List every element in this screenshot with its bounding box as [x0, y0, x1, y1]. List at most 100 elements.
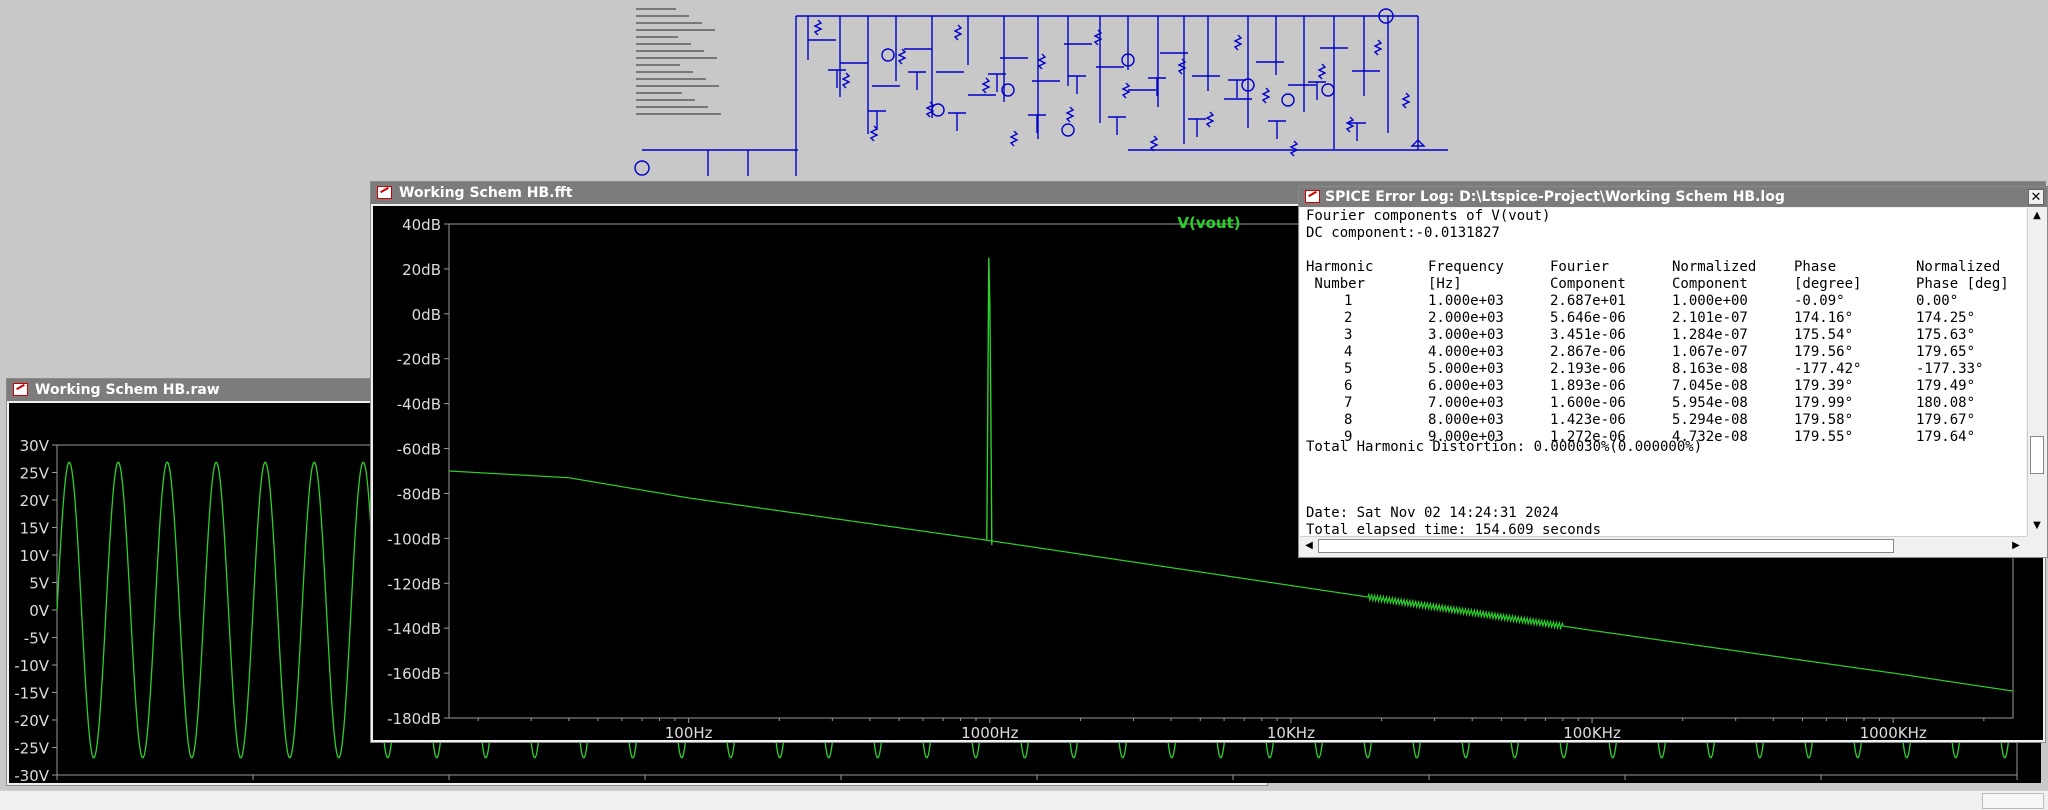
scroll-right-icon[interactable]: ▶ [2012, 540, 2020, 551]
y-tick-label: 20dB [402, 261, 441, 279]
y-tick-label: -25V [14, 740, 49, 758]
waveform-icon [377, 186, 392, 199]
table-cell: 179.99° [1794, 395, 1854, 411]
x-tick-label: 32ms [1604, 780, 1646, 783]
table-cell: 1.272e-06 [1550, 429, 1626, 445]
table-cell: 6.000e+03 [1428, 378, 1504, 394]
x-tick-label: 28ms [1408, 780, 1450, 783]
table-cell: 1.284e-07 [1672, 327, 1748, 343]
y-tick-label: -160dB [387, 665, 441, 683]
table-cell: 4.732e-08 [1672, 429, 1748, 445]
scroll-left-icon[interactable]: ◀ [1305, 540, 1313, 551]
log-icon [1305, 190, 1320, 203]
table-cell: 2.000e+03 [1428, 310, 1504, 326]
table-header-cell: Component [1550, 276, 1626, 292]
scroll-up-icon[interactable]: ▲ [2033, 210, 2041, 221]
x-tick-label: 40ms [1996, 780, 2038, 783]
log-dc-component: DC component:-0.0131827 [1306, 225, 1500, 241]
y-tick-label: 25V [20, 465, 50, 483]
table-cell: 1.000e+00 [1672, 293, 1748, 309]
log-vertical-scrollbar[interactable]: ▲ ▼ [2027, 208, 2046, 536]
y-tick-label: 40dB [402, 216, 441, 234]
log-horizontal-scrollbar[interactable]: ◀ ▶ [1300, 536, 2027, 555]
table-header-cell: [Hz] [1428, 276, 1462, 292]
x-tick-label: 12ms [624, 780, 666, 783]
y-tick-label: -10V [14, 657, 49, 675]
trace-label: V(vout) [1177, 214, 1240, 232]
table-cell: 1.600e-06 [1550, 395, 1626, 411]
fft-noise-floor [448, 470, 2014, 692]
close-button[interactable]: ✕ [2028, 189, 2044, 205]
table-cell: 180.08° [1916, 395, 1976, 411]
log-vscroll-thumb[interactable] [2030, 436, 2044, 474]
table-header-cell: Number [1306, 276, 1366, 292]
y-tick-label: 15V [20, 520, 50, 538]
table-cell: 7.045e-08 [1672, 378, 1748, 394]
log-elapsed: Total elapsed time: 154.609 seconds [1306, 522, 1602, 536]
x-tick-label: 16ms [820, 780, 862, 783]
table-cell: 8.000e+03 [1428, 412, 1504, 428]
table-header-cell: [degree] [1794, 276, 1862, 292]
table-header-cell: Phase [deg] [1916, 276, 2009, 292]
table-cell: 0.00° [1916, 293, 1959, 309]
table-cell: 174.16° [1794, 310, 1854, 326]
harmonic-number: 9 [1344, 429, 1353, 445]
table-cell: -177.42° [1794, 361, 1862, 377]
harmonic-number: 1 [1344, 293, 1353, 309]
table-cell: 7.000e+03 [1428, 395, 1504, 411]
harmonic-number: 5 [1344, 361, 1353, 377]
table-cell: 179.56° [1794, 344, 1854, 360]
x-tick-label: 36ms [1800, 780, 1842, 783]
table-cell: 1.423e-06 [1550, 412, 1626, 428]
x-tick-label: 20ms [1016, 780, 1058, 783]
log-hscroll-thumb[interactable] [1318, 539, 1894, 553]
table-cell: 179.49° [1916, 378, 1976, 394]
harmonic-number: 6 [1344, 378, 1353, 394]
harmonic-number: 4 [1344, 344, 1353, 360]
table-cell: 174.25° [1916, 310, 1976, 326]
table-cell: 179.39° [1794, 378, 1854, 394]
harmonic-number: 8 [1344, 412, 1353, 428]
table-cell: 5.000e+03 [1428, 361, 1504, 377]
status-bar [0, 790, 2048, 810]
table-cell: 8.163e-08 [1672, 361, 1748, 377]
log-title-bar[interactable]: SPICE Error Log: D:\Ltspice-Project\Work… [1299, 187, 2047, 207]
table-cell: 3.451e-06 [1550, 327, 1626, 343]
y-tick-label: -180dB [387, 710, 441, 728]
x-tick-label: 24ms [1212, 780, 1254, 783]
log-window[interactable]: SPICE Error Log: D:\Ltspice-Project\Work… [1298, 186, 2048, 558]
log-title: SPICE Error Log: D:\Ltspice-Project\Work… [1325, 189, 1785, 205]
y-tick-label: -60dB [397, 441, 441, 459]
log-date: Date: Sat Nov 02 14:24:31 2024 [1306, 505, 1559, 521]
schematic-drawing[interactable] [8, 0, 2040, 372]
y-tick-label: 5V [29, 575, 50, 593]
status-cell [1982, 793, 2044, 809]
log-fourier-heading: Fourier components of V(vout) [1306, 208, 1551, 224]
raw-title: Working Schem HB.raw [35, 382, 220, 398]
table-cell: 179.58° [1794, 412, 1854, 428]
table-cell: 5.646e-06 [1550, 310, 1626, 326]
table-cell: 9.000e+03 [1428, 429, 1504, 445]
y-tick-label: 30V [20, 437, 50, 455]
table-header-cell: Phase [1794, 259, 1837, 275]
table-header-cell: Normalized [1916, 259, 2001, 275]
table-cell: 1.067e-07 [1672, 344, 1748, 360]
table-cell: 175.63° [1916, 327, 1976, 343]
table-header-cell: Fourier [1550, 259, 1610, 275]
harmonic-number: 2 [1344, 310, 1353, 326]
y-tick-label: 0V [29, 602, 50, 620]
log-text-area[interactable]: Fourier components of V(vout) DC compone… [1300, 208, 2026, 536]
table-header-cell: Harmonic [1306, 259, 1374, 275]
scroll-down-icon[interactable]: ▼ [2033, 520, 2041, 531]
harmonic-number: 3 [1344, 327, 1353, 343]
y-tick-label: -20dB [397, 351, 441, 369]
y-tick-label: 0dB [412, 306, 441, 324]
y-tick-label: -5V [24, 630, 50, 648]
x-tick-label: 10KHz [1267, 724, 1315, 740]
table-header-cell: Component [1672, 276, 1748, 292]
table-cell: 4.000e+03 [1428, 344, 1504, 360]
x-tick-label: 1000Hz [961, 724, 1018, 740]
table-cell: 175.54° [1794, 327, 1854, 343]
x-tick-label: 100Hz [665, 724, 713, 740]
table-cell: -177.33° [1916, 361, 1984, 377]
